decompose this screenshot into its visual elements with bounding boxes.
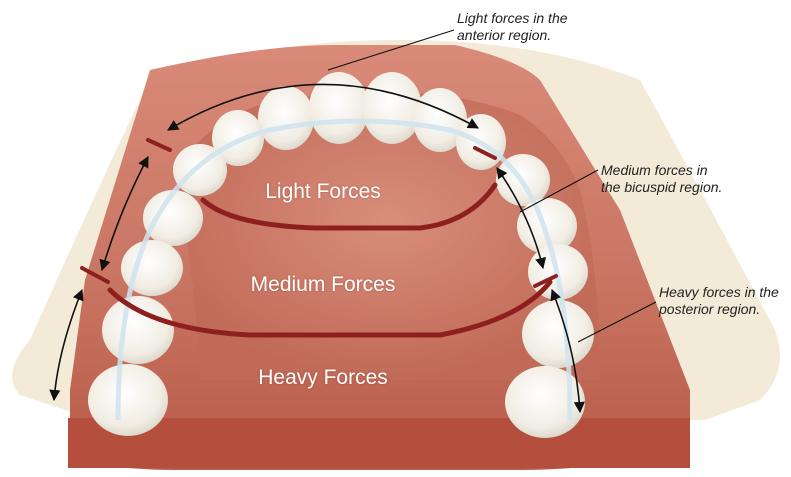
- bicuspid-callout-line2: the bicuspid region.: [601, 179, 722, 196]
- light-forces-label: Light Forces: [193, 180, 453, 204]
- anterior-callout-line2: anterior region.: [457, 27, 568, 44]
- posterior-callout-line1: Heavy forces in the: [659, 284, 779, 301]
- anterior-callout: Light forces in the anterior region.: [457, 10, 568, 44]
- bicuspid-callout-line1: Medium forces in: [601, 162, 722, 179]
- anterior-callout-line1: Light forces in the: [457, 10, 568, 27]
- base-band: [68, 418, 690, 468]
- posterior-callout: Heavy forces in the posterior region.: [659, 284, 779, 318]
- posterior-callout-line2: posterior region.: [659, 301, 779, 318]
- bicuspid-callout: Medium forces in the bicuspid region.: [601, 162, 722, 196]
- heavy-forces-label: Heavy Forces: [193, 366, 453, 390]
- medium-forces-label: Medium Forces: [193, 273, 453, 297]
